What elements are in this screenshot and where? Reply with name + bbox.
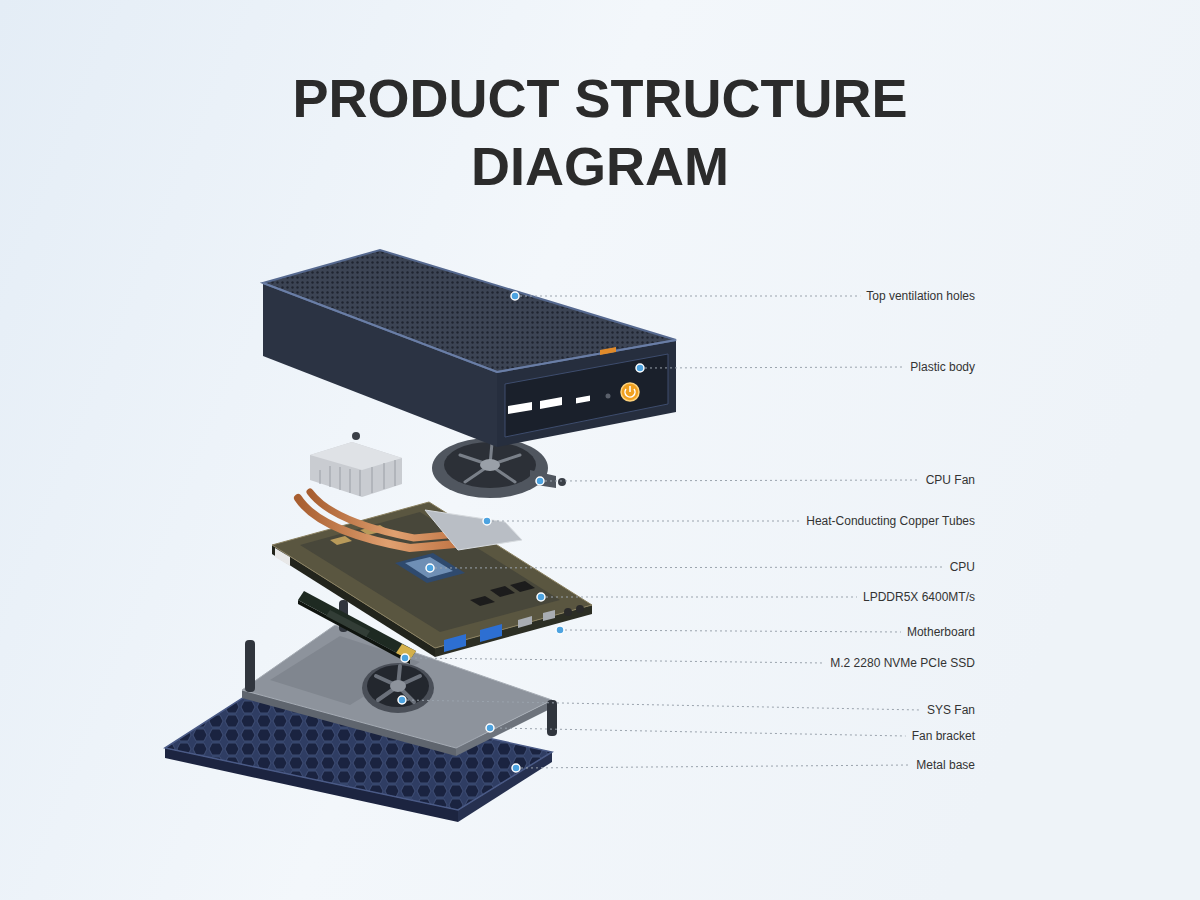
- leader-line: [410, 658, 824, 663]
- motherboard: [330, 536, 352, 545]
- cpu-cooler: [444, 442, 536, 488]
- plastic-body: [508, 402, 532, 414]
- part-label: Fan bracket: [912, 728, 975, 744]
- sys-fan: [376, 666, 420, 702]
- cpu-cooler: [432, 438, 548, 498]
- callout-dot: [511, 292, 519, 300]
- cpu-cooler: [558, 478, 566, 486]
- cpu-cooler: [352, 432, 360, 440]
- callout-dot: [536, 477, 544, 485]
- plastic-body: [263, 283, 676, 372]
- plastic-body: [263, 250, 676, 447]
- part-label: Plastic body: [910, 359, 975, 375]
- part-label: CPU Fan: [926, 472, 975, 488]
- part-label: SYS Fan: [927, 702, 975, 718]
- plastic-body: [606, 394, 611, 399]
- motherboard: [395, 553, 465, 583]
- fan-bracket: [245, 640, 255, 692]
- callout-dot: [398, 696, 406, 704]
- plastic-body: [621, 383, 639, 401]
- leader-line: [495, 728, 906, 736]
- part-label: CPU: [950, 559, 975, 575]
- callout-dot: [483, 517, 491, 525]
- motherboard: [272, 502, 592, 648]
- plastic-body: [576, 396, 590, 404]
- callout-dot: [426, 564, 434, 572]
- leader-line: [565, 630, 901, 632]
- cpu-cooler: [425, 510, 522, 550]
- motherboard: [272, 502, 592, 657]
- cpu-cooler: [320, 460, 395, 496]
- motherboard: [490, 586, 515, 597]
- part-label: Heat-Conducting Copper Tubes: [806, 513, 975, 529]
- diagram-title: PRODUCT STRUCTURE DIAGRAM: [250, 64, 950, 200]
- motherboard: [480, 624, 502, 642]
- leader-line: [545, 480, 920, 481]
- plastic-body: [625, 386, 635, 397]
- sys-fan: [362, 663, 434, 713]
- motherboard: [518, 616, 532, 628]
- callout-dot: [537, 593, 545, 601]
- motherboard: [444, 634, 466, 652]
- leader-line: [546, 597, 857, 598]
- cpu-cooler: [480, 459, 500, 471]
- cpu-cooler: [460, 443, 520, 482]
- part-label: Metal base: [916, 757, 975, 773]
- leader-line: [435, 567, 944, 568]
- m2-ssd: [326, 610, 370, 637]
- callout-dot: [512, 764, 520, 772]
- sys-fan: [367, 665, 429, 707]
- motherboard: [510, 581, 535, 592]
- leader-line: [521, 765, 910, 768]
- part-label: M.2 2280 NVMe PCIe SSD: [830, 655, 975, 671]
- leader-line: [407, 700, 921, 710]
- motherboard: [543, 610, 555, 621]
- motherboard: [470, 596, 495, 606]
- motherboard: [564, 608, 572, 616]
- callout-dot: [636, 364, 644, 372]
- sys-fan: [390, 680, 406, 692]
- leader-line: [645, 367, 904, 368]
- cpu-cooler: [298, 432, 566, 550]
- leader-line: [520, 296, 860, 297]
- cpu-cooler: [310, 442, 402, 497]
- cpu-cooler: [530, 470, 556, 488]
- part-label: LPDDR5X 6400MT/s: [863, 589, 975, 605]
- plastic-body: [263, 250, 676, 372]
- part-label: Top ventilation holes: [866, 288, 975, 304]
- callout-dot: [486, 724, 494, 732]
- sys-fan: [362, 663, 434, 713]
- plastic-body: [600, 347, 616, 355]
- leader-line: [492, 521, 800, 522]
- plastic-body: [540, 397, 562, 409]
- motherboard: [576, 605, 584, 613]
- callout-dot: [556, 626, 564, 634]
- fan-bracket: [547, 700, 557, 736]
- callout-dot: [401, 654, 409, 662]
- cpu-cooler: [310, 442, 402, 470]
- motherboard: [275, 548, 290, 566]
- part-label: Motherboard: [907, 624, 975, 640]
